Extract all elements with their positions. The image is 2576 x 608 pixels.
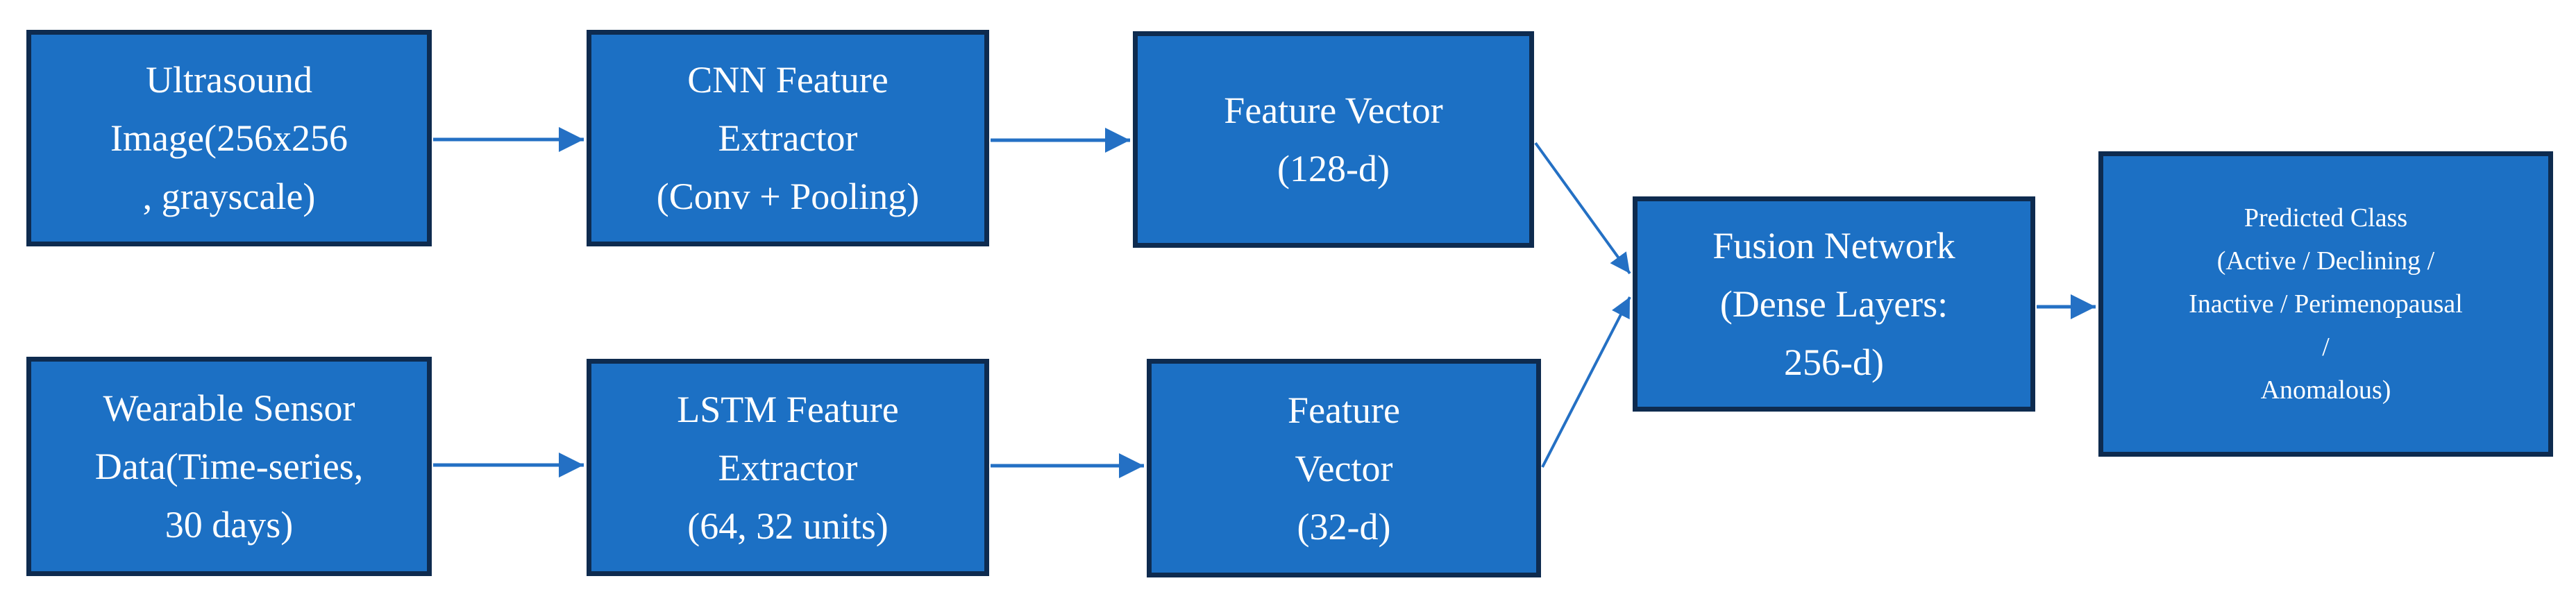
node-feature-vector-128: Feature Vector (128-d) [1133, 31, 1534, 248]
node-wearable-input: Wearable Sensor Data(Time-series, 30 day… [26, 357, 432, 576]
node-line: (Dense Layers: [1719, 283, 1948, 325]
node-line: Vector [1295, 447, 1393, 489]
node-feature-vector-32: Feature Vector (32-d) [1147, 359, 1541, 577]
node-line: / [2322, 332, 2330, 362]
node-line: Inactive / Perimenopausal [2189, 289, 2463, 319]
node-line: Anomalous) [2260, 375, 2391, 405]
node-line: Feature Vector [1224, 90, 1443, 131]
node-line: Extractor [718, 117, 858, 159]
node-line: 30 days) [165, 504, 294, 546]
node-fusion-network: Fusion Network (Dense Layers: 256-d) [1633, 196, 2035, 412]
node-predicted-class: Predicted Class (Active / Declining / In… [2098, 151, 2553, 457]
node-line: Data(Time-series, [94, 446, 364, 487]
node-line: 256-d) [1784, 341, 1884, 383]
node-line: Extractor [718, 446, 858, 489]
node-line: , grayscale) [142, 176, 316, 217]
node-lstm-extractor: LSTM Feature Extractor (64, 32 units) [587, 359, 989, 576]
node-line: Feature [1288, 389, 1400, 431]
arrow-fv128-to-fusion [1534, 142, 1631, 275]
node-line: (Active / Declining / [2216, 246, 2435, 276]
node-cnn-extractor: CNN Feature Extractor (Conv + Pooling) [587, 30, 989, 246]
node-line: Wearable Sensor [103, 387, 355, 429]
node-line: Fusion Network [1712, 225, 1955, 267]
node-ultrasound-input: Ultrasound Image(256x256 , grayscale) [26, 30, 432, 246]
node-line: (128-d) [1277, 148, 1390, 189]
node-line: Image(256x256 [110, 117, 348, 159]
node-line: Ultrasound [146, 59, 312, 101]
node-line: LSTM Feature [677, 388, 899, 430]
node-line: (32-d) [1297, 505, 1391, 548]
node-line: (64, 32 units) [687, 505, 889, 547]
node-line: Predicted Class [2244, 203, 2408, 233]
arrow-fv32-to-fusion [1541, 296, 1631, 468]
node-line: CNN Feature [687, 59, 889, 101]
node-line: (Conv + Pooling) [656, 176, 920, 217]
